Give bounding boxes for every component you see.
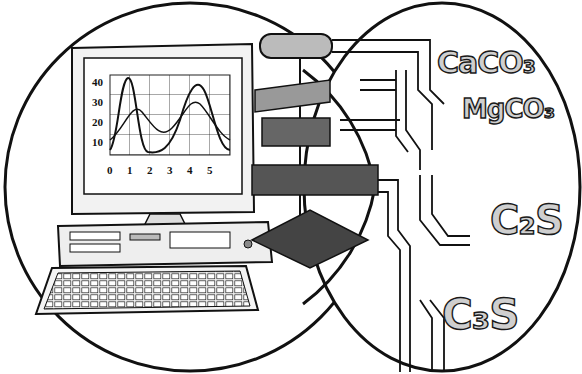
label-holder: 20 bbox=[92, 112, 103, 130]
axis-number: 4 bbox=[187, 165, 193, 176]
label-holder: 0 bbox=[107, 160, 113, 178]
label-holder: 3 bbox=[167, 160, 173, 178]
monitor bbox=[72, 44, 254, 226]
flowchart-shapes bbox=[252, 34, 378, 268]
label-holder: 5 bbox=[207, 160, 213, 178]
axis-number: 40 bbox=[92, 77, 103, 88]
label-holder: 10 bbox=[92, 132, 103, 150]
label-holder: C₂S bbox=[490, 200, 563, 240]
label-holder: 4 bbox=[187, 160, 193, 178]
label-holder: 40 bbox=[92, 72, 103, 90]
compound-label: MgCO₃ bbox=[462, 96, 554, 122]
axis-number: 2 bbox=[147, 165, 153, 176]
axis-number: 3 bbox=[167, 165, 173, 176]
axis-number: 5 bbox=[207, 165, 213, 176]
axis-number: 10 bbox=[92, 137, 103, 148]
axis-number: 1 bbox=[127, 165, 133, 176]
axis-number: 20 bbox=[92, 117, 103, 128]
keyboard bbox=[36, 266, 258, 314]
label-holder: 2 bbox=[147, 160, 153, 178]
axis-number: 0 bbox=[107, 165, 113, 176]
label-holder: C₃S bbox=[442, 294, 518, 336]
compound-label: C₃S bbox=[442, 294, 518, 336]
compound-label: C₂S bbox=[490, 200, 563, 240]
label-holder: 1 bbox=[127, 160, 133, 178]
label-holder: CaCO₃ bbox=[437, 48, 535, 78]
label-holder: 30 bbox=[92, 92, 103, 110]
axis-number: 30 bbox=[92, 97, 103, 108]
compound-label: CaCO₃ bbox=[437, 48, 535, 78]
computer-case bbox=[58, 222, 272, 266]
label-holder: MgCO₃ bbox=[462, 96, 554, 122]
